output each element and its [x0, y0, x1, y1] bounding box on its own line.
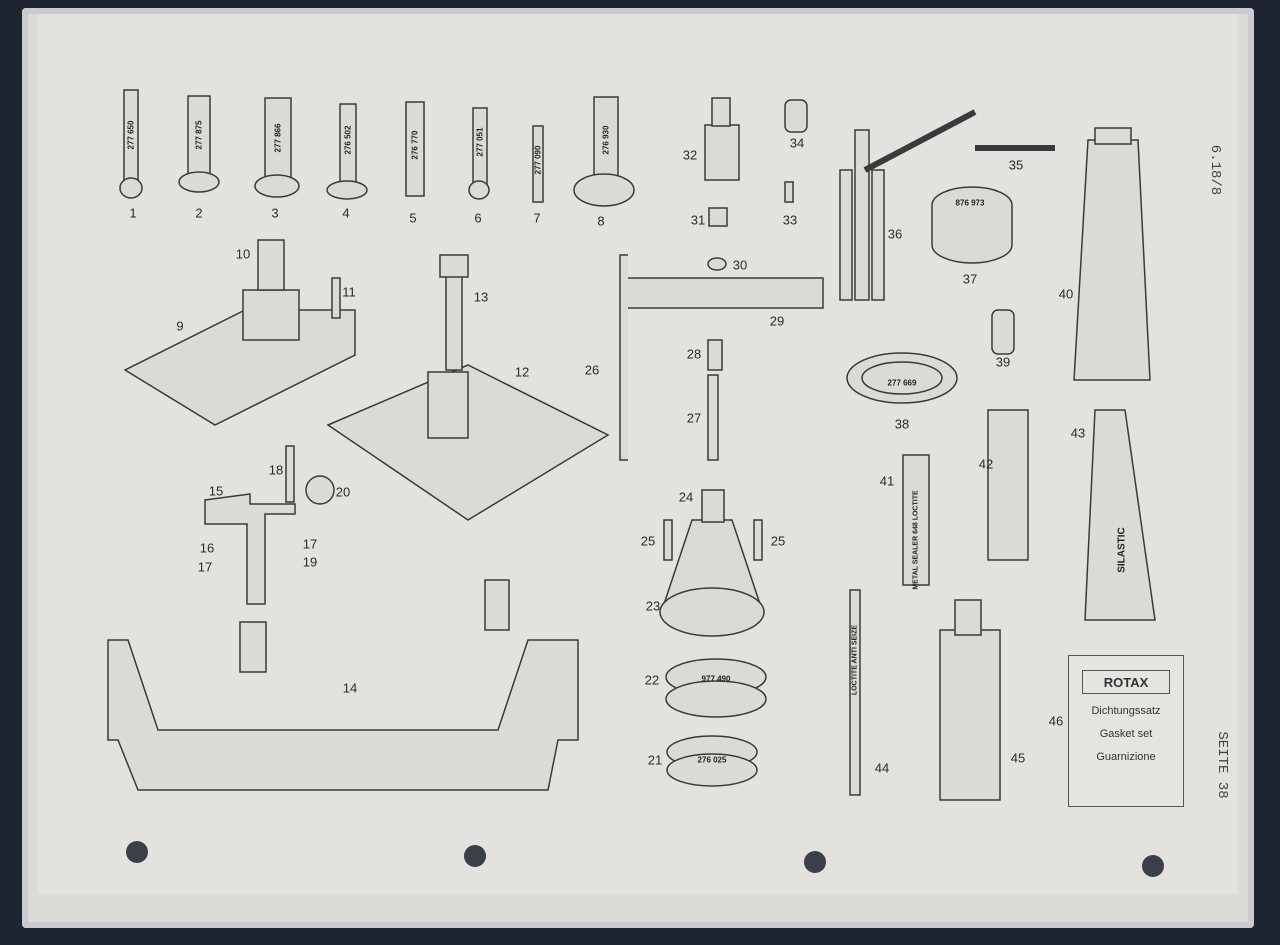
callout: 19 [302, 554, 318, 570]
callout: 10 [235, 246, 251, 262]
callout: 24 [678, 489, 694, 505]
callout: 30 [732, 257, 748, 273]
part-number: 276 770 [410, 130, 420, 160]
callout: 14 [342, 680, 358, 696]
punch-hole [464, 845, 486, 867]
callout: 12 [514, 364, 530, 380]
callout: 18 [268, 462, 284, 478]
item-number: 7 [533, 210, 541, 226]
ring-number: 977 490 [701, 674, 731, 684]
callout: 26 [584, 362, 600, 378]
rotax-logo: ROTAX [1082, 670, 1170, 694]
callout: 15 [208, 483, 224, 499]
product-label: SILASTIC [1116, 527, 1128, 573]
callout: 25 [640, 533, 656, 549]
callout: 44 [874, 760, 890, 776]
part-number: 277 866 [273, 123, 283, 153]
item-number: 5 [409, 210, 417, 226]
callout: 43 [1070, 425, 1086, 441]
page-number: SEITE 38 [1214, 731, 1230, 799]
callout: 25 [770, 533, 786, 549]
callout: 33 [782, 212, 798, 228]
callout: 36 [887, 226, 903, 242]
punch-hole [1142, 855, 1164, 877]
callout: 38 [894, 416, 910, 432]
tool-drifts [119, 89, 635, 207]
part-drawings [619, 97, 1156, 801]
callout: 40 [1058, 286, 1074, 302]
callout: 31 [690, 212, 706, 228]
callout: 42 [978, 456, 994, 472]
callout: 21 [647, 752, 663, 768]
gasket-set-card: ROTAX Dichtungssatz Gasket set Guarnizio… [1068, 655, 1184, 807]
callout: 34 [789, 135, 805, 151]
callout: 23 [645, 598, 661, 614]
gasket-label-en: Gasket set [1099, 728, 1153, 740]
item-number: 3 [271, 205, 279, 221]
callout: 35 [1008, 157, 1024, 173]
callout: 20 [335, 484, 351, 500]
item-number: 4 [342, 205, 350, 221]
callout: 22 [644, 672, 660, 688]
callout: 16 [199, 540, 215, 556]
part-number: 276 930 [601, 125, 611, 155]
callout: 28 [686, 346, 702, 362]
callout: 41 [879, 473, 895, 489]
product-label: METAL SEALER 648 LOCTITE [912, 490, 920, 590]
item-number: 1 [129, 205, 137, 221]
callout: 37 [962, 271, 978, 287]
gasket-label-de: Dichtungssatz [1091, 705, 1161, 717]
part-number: 277 650 [126, 120, 136, 150]
callout: 11 [342, 284, 356, 300]
gasket-label-it: Guarnizione [1096, 751, 1156, 763]
item-number: 8 [597, 213, 605, 229]
punch-hole [804, 851, 826, 873]
fixture-drawings [107, 239, 767, 791]
product-label: LOCTITE ANTI SEIZE [851, 624, 859, 696]
part-number: 277 090 [533, 145, 543, 175]
punch-hole [126, 841, 148, 863]
callout: 9 [176, 318, 184, 334]
callout: 29 [769, 313, 785, 329]
callout: 27 [686, 410, 702, 426]
callout: 17 [302, 536, 318, 552]
part-number: 276 502 [343, 125, 353, 155]
item-number: 6 [474, 210, 482, 226]
callout: 45 [1010, 750, 1026, 766]
callout: 39 [995, 354, 1011, 370]
item-number: 2 [195, 205, 203, 221]
callout: 32 [682, 147, 698, 163]
ring-number: 276 025 [697, 755, 727, 765]
callout: 13 [473, 289, 489, 305]
callout: 46 [1048, 713, 1064, 729]
part-number: 277 875 [194, 120, 204, 150]
ring-number: 876 973 [955, 198, 985, 208]
ring-number: 277 669 [887, 378, 917, 388]
document-code: 6.18/8 [1207, 144, 1223, 196]
part-number: 277 051 [475, 127, 485, 157]
callout: 17 [197, 559, 213, 575]
